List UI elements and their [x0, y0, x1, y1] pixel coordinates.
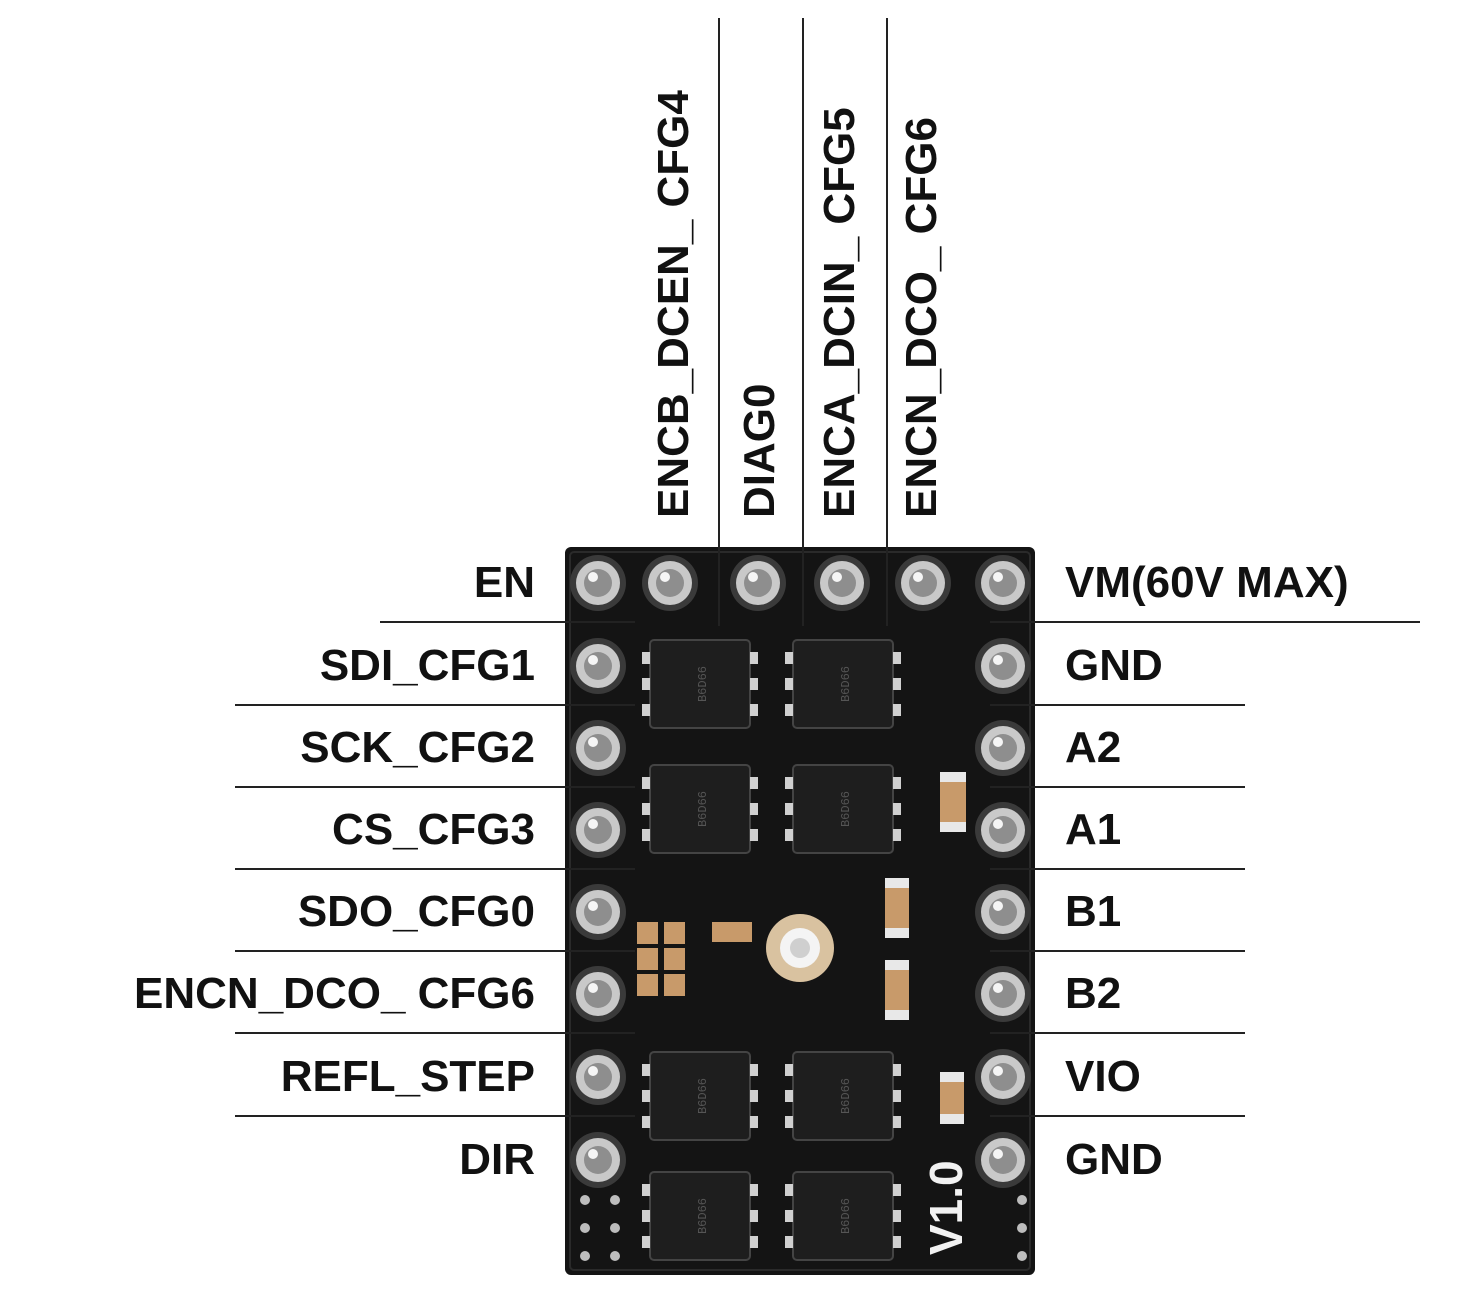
top-pad	[730, 555, 786, 611]
svg-text:B6D66: B6D66	[839, 1198, 853, 1234]
leader-line	[990, 786, 1245, 788]
right-pad	[975, 884, 1031, 940]
left-pin-label: CS_CFG3	[332, 805, 535, 854]
left-pin-label: SCK_CFG2	[300, 723, 535, 772]
right-pin-label: GND	[1065, 1135, 1163, 1184]
svg-text:B6D66: B6D66	[839, 1078, 853, 1114]
right-pin-label: GND	[1065, 641, 1163, 690]
smd-capacitor	[940, 1072, 964, 1124]
leader-line	[235, 786, 635, 788]
mosfet-chip: B6D66	[785, 1171, 901, 1261]
right-pad	[975, 802, 1031, 858]
left-pad	[570, 966, 626, 1022]
mosfet-chip: B6D66	[642, 639, 758, 729]
leader-line	[235, 950, 635, 952]
right-pin-label: B1	[1065, 887, 1122, 936]
top-pad	[642, 555, 698, 611]
version-mark: V1.0	[920, 1160, 972, 1255]
svg-text:B6D66: B6D66	[696, 1078, 710, 1114]
leader-line	[990, 704, 1245, 706]
top-pin-label: ENCB_DCEN_ CFG4	[649, 90, 698, 518]
right-pad	[975, 966, 1031, 1022]
mosfet-chip: B6D66	[642, 1051, 758, 1141]
left-pin-label: EN	[473, 558, 535, 607]
left-pad	[570, 638, 626, 694]
right-pad	[975, 1049, 1031, 1105]
mosfet-chip: B6D66	[785, 1051, 901, 1141]
svg-text:B6D66: B6D66	[839, 791, 853, 827]
svg-text:B6D66: B6D66	[696, 1198, 710, 1234]
leader-line	[235, 704, 635, 706]
left-pin-label: SDI_CFG1	[319, 641, 535, 690]
leader-line	[990, 621, 1420, 623]
right-pin-label: A1	[1065, 805, 1122, 854]
left-pin-label: ENCN_DCO_ CFG6	[134, 969, 535, 1018]
left-pad	[570, 802, 626, 858]
svg-text:B6D66: B6D66	[696, 666, 710, 702]
left-pad	[570, 1049, 626, 1105]
leader-line	[886, 18, 888, 626]
left-pad	[570, 720, 626, 776]
leader-line	[235, 868, 635, 870]
leader-line	[235, 1032, 635, 1034]
left-pad	[570, 1132, 626, 1188]
right-pad	[975, 1132, 1031, 1188]
leader-line	[990, 950, 1245, 952]
mosfet-chip: B6D66	[642, 764, 758, 854]
mosfet-chip: B6D66	[785, 764, 901, 854]
left-pin-label: REFL_STEP	[280, 1052, 535, 1101]
smd-resistor	[712, 922, 752, 942]
right-pin-label: B2	[1065, 969, 1122, 1018]
leader-line	[990, 1032, 1245, 1034]
top-pad	[814, 555, 870, 611]
leader-line	[990, 1115, 1245, 1117]
leader-line	[380, 621, 635, 623]
leader-line	[718, 18, 720, 626]
left-pad	[570, 555, 626, 611]
smd-capacitor	[885, 878, 909, 938]
right-pad	[975, 555, 1031, 611]
leader-line	[802, 18, 804, 626]
right-pin-label: A2	[1065, 723, 1122, 772]
right-pin-label: VM(60V MAX)	[1065, 558, 1349, 607]
mosfet-chip: B6D66	[642, 1171, 758, 1261]
left-pin-label: DIR	[459, 1135, 535, 1184]
svg-text:B6D66: B6D66	[696, 791, 710, 827]
jumper-pads	[637, 922, 685, 996]
smd-capacitor	[940, 772, 966, 832]
leader-line	[235, 1115, 635, 1117]
top-pad	[895, 555, 951, 611]
left-pin-label: SDO_CFG0	[297, 887, 535, 936]
left-pad	[570, 884, 626, 940]
right-pin-label: VIO	[1065, 1052, 1141, 1101]
top-pin-label: ENCN_DCO_ CFG6	[897, 117, 946, 518]
right-pad	[975, 638, 1031, 694]
top-pin-label: ENCA_DCIN_ CFG5	[815, 107, 864, 518]
mosfet-chip: B6D66	[785, 639, 901, 729]
top-pin-label: DIAG0	[735, 383, 784, 518]
mounting-hole	[766, 914, 834, 982]
svg-text:B6D66: B6D66	[839, 666, 853, 702]
leader-line	[990, 868, 1245, 870]
right-pad	[975, 720, 1031, 776]
smd-capacitor	[885, 960, 909, 1020]
